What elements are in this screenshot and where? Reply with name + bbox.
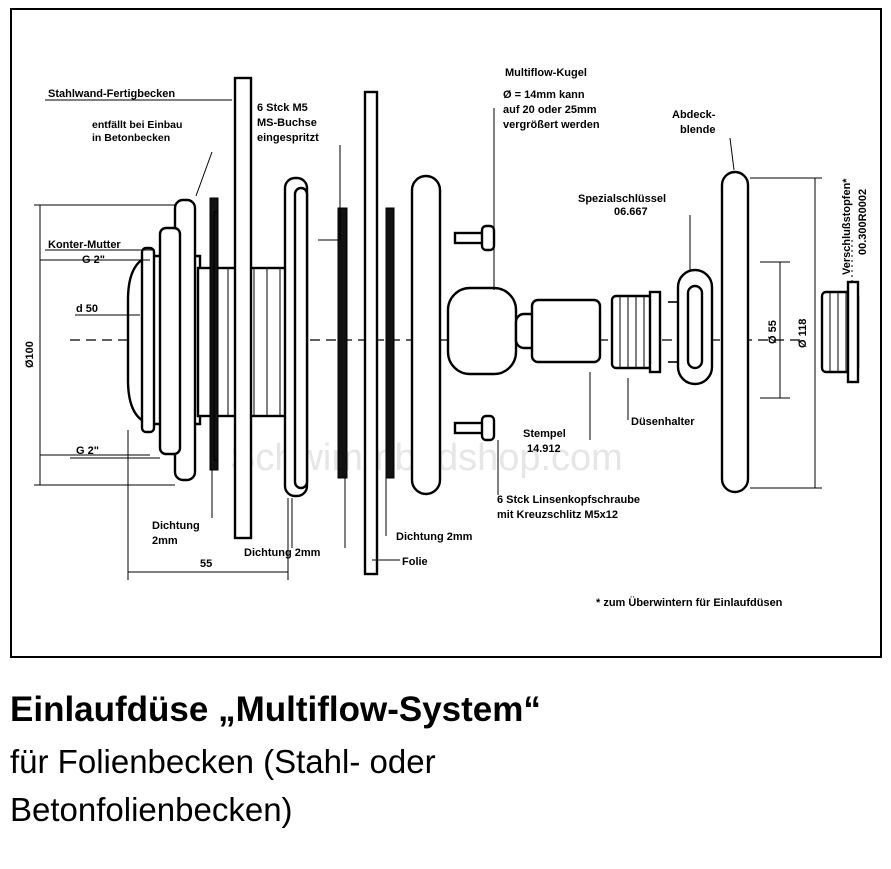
- label-stahlwand: Stahlwand-Fertigbecken: [48, 88, 175, 100]
- dimension-lines: [34, 177, 822, 580]
- label-spezial-1: Spezialschlüssel: [578, 193, 666, 205]
- label-verschluss-2: 00.300R0002: [857, 189, 869, 255]
- label-stempel-2: 14.912: [527, 443, 561, 455]
- label-verschluss-1: Verschlußstopfen*: [841, 178, 853, 275]
- caption: Einlaufdüse „Multiflow-System“ für Folie…: [10, 688, 870, 834]
- label-stempel-1: Stempel: [523, 428, 566, 440]
- flange-ring: [283, 176, 309, 498]
- label-konter-1: Konter-Mutter: [48, 239, 121, 251]
- leader-lines: [45, 99, 853, 561]
- label-d118: Ø 118: [797, 319, 809, 348]
- label-dim-55: 55: [200, 558, 212, 570]
- label-dichtung-b: Dichtung 2mm: [244, 547, 321, 559]
- label-konter-2: G 2": [82, 254, 105, 266]
- multiflow-ball: [446, 286, 518, 376]
- label-d50: d 50: [76, 303, 98, 315]
- label-dichtung-a-1: Dichtung: [152, 520, 200, 532]
- label-schraube-2: mit Kreuzschlitz M5x12: [497, 509, 618, 521]
- caption-subtitle: für Folienbecken (Stahl- oder Betonfolie…: [10, 743, 436, 828]
- label-multiflow-kugel: Multiflow-Kugel: [505, 67, 587, 79]
- label-kugel-note-3: vergrößert werden: [503, 119, 600, 131]
- label-d100: Ø100: [24, 341, 36, 368]
- label-abdeck-2: blende: [680, 124, 715, 136]
- caption-title: Einlaufdüse „Multiflow-System“: [10, 690, 541, 729]
- exploded-diagram: Schwimmbadshop.com: [24, 67, 869, 609]
- label-schraube-1: 6 Stck Linsenkopfschraube: [497, 494, 640, 506]
- screws: [453, 224, 496, 442]
- gasket-2mm: [337, 207, 348, 479]
- label-dichtung-a-2: 2mm: [152, 535, 178, 547]
- label-folie: Folie: [402, 556, 428, 568]
- nozzle-holder: [610, 290, 662, 374]
- label-abdeck-1: Abdeck-: [672, 109, 716, 121]
- labels: Stahlwand-Fertigbecken entfällt bei Einb…: [24, 67, 869, 609]
- label-g2: G 2": [76, 445, 99, 457]
- label-d55: Ø 55: [767, 320, 779, 344]
- clamping-flange: [410, 174, 442, 496]
- diagram-frame: [10, 8, 882, 658]
- label-entfaellt-2: in Betonbecken: [92, 132, 170, 144]
- label-kugel-note-2: auf 20 oder 25mm: [503, 104, 597, 116]
- label-ms-buchse-3: eingespritzt: [257, 132, 319, 144]
- special-key: [668, 268, 714, 386]
- label-duesenhalter: Düsenhalter: [631, 416, 695, 428]
- label-entfaellt-1: entfällt bei Einbau: [92, 119, 182, 131]
- gasket-2mm-front: [385, 207, 395, 479]
- closing-plug: [820, 280, 860, 384]
- label-ms-buchse-2: MS-Buchse: [257, 117, 317, 129]
- cover-plate: [720, 170, 750, 494]
- label-footnote: * zum Überwintern für Einlaufdüsen: [596, 596, 783, 609]
- label-dichtung-c: Dichtung 2mm: [396, 531, 473, 543]
- steel-wall: [233, 76, 253, 540]
- label-ms-buchse-1: 6 Stck M5: [257, 102, 308, 114]
- foil: [363, 90, 379, 576]
- label-kugel-note-1: Ø = 14mm kann: [503, 89, 585, 101]
- label-spezial-2: 06.667: [614, 206, 648, 218]
- stempel: [514, 298, 602, 364]
